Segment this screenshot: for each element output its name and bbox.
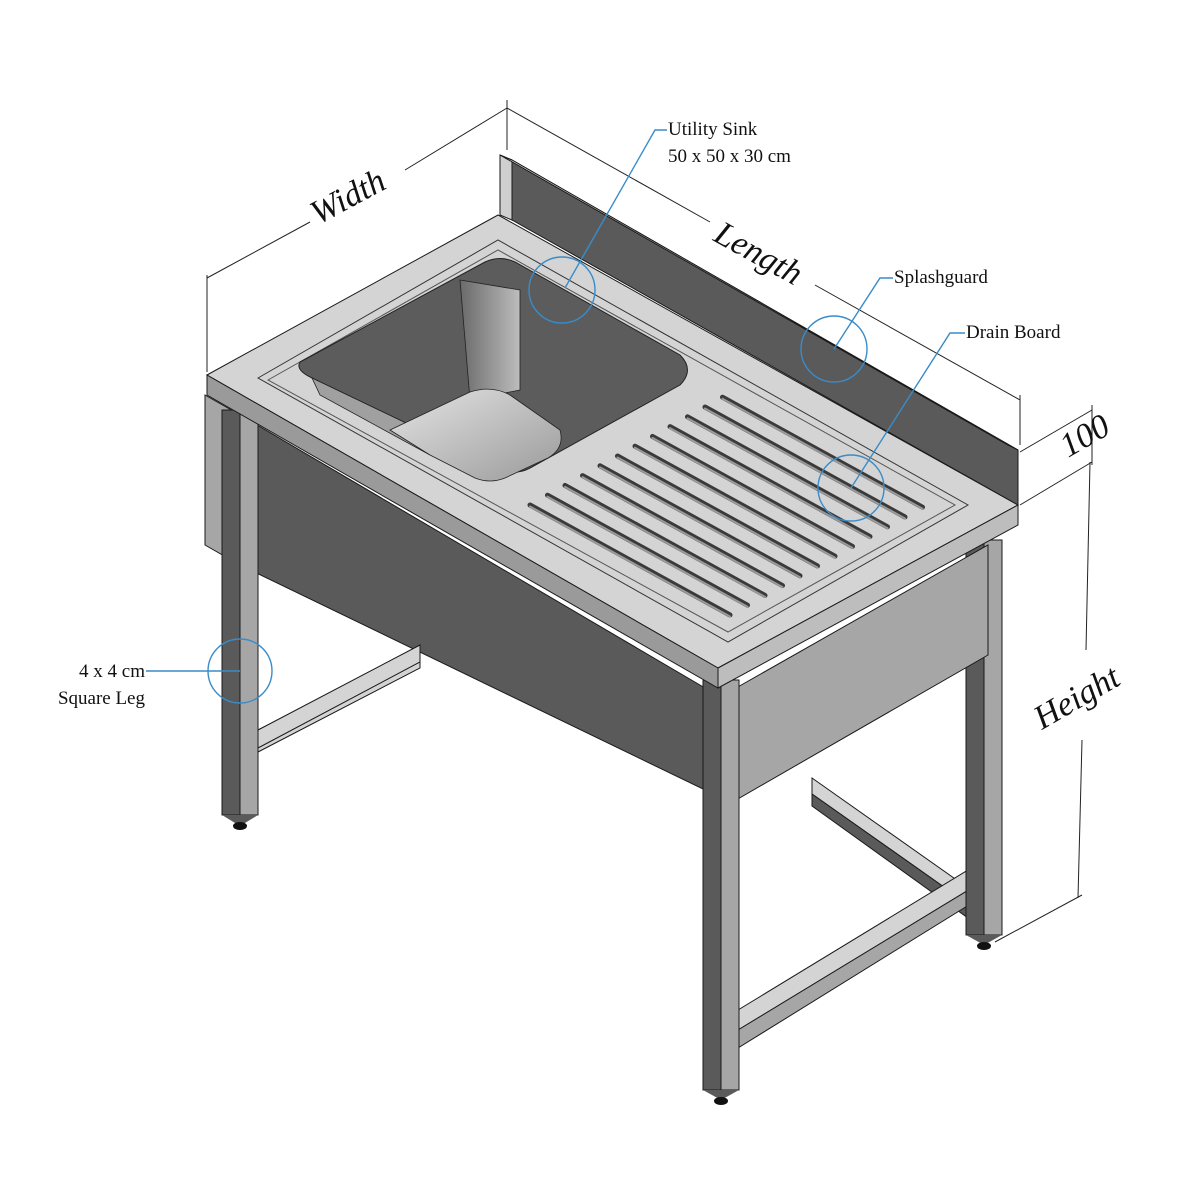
sink-bowl — [298, 258, 688, 482]
drain-groove — [615, 453, 820, 569]
drain-groove — [702, 404, 908, 520]
drain-groove — [650, 433, 855, 549]
drain-groove — [632, 443, 838, 559]
drain-groove — [527, 502, 733, 618]
square-leg-label: Square Leg — [58, 688, 146, 709]
front-right-leg — [702, 679, 740, 1105]
drain-board-label: Drain Board — [966, 322, 1061, 343]
callout-splashguard: Splashguard — [800, 267, 988, 383]
square-leg-size: 4 x 4 cm — [79, 661, 145, 682]
callout-utility-sink: Utility Sink 50 x 50 x 30 cm — [528, 119, 791, 324]
callout-drain-board: Drain Board — [817, 322, 1061, 522]
drain-groove — [545, 492, 750, 608]
drain-groove — [685, 414, 890, 530]
callout-square-leg: 4 x 4 cm Square Leg — [58, 638, 273, 709]
drain-groove — [597, 463, 803, 579]
utility-sink-label: Utility Sink — [668, 119, 758, 140]
sink-rim — [256, 239, 970, 643]
splash-height-label: 100 — [1054, 407, 1117, 465]
utility-sink-size: 50 x 50 x 30 cm — [668, 146, 791, 167]
front-left-leg — [221, 409, 421, 830]
splashguard — [499, 154, 1019, 506]
splashguard-label: Splashguard — [894, 267, 988, 288]
width-label: Width — [304, 162, 391, 232]
height-label: Height — [1027, 658, 1128, 738]
dimension-lines — [206, 100, 1093, 943]
drain-groove — [720, 394, 925, 510]
drain-board — [527, 394, 925, 618]
drain-groove — [562, 482, 768, 598]
drain-groove — [580, 473, 785, 589]
